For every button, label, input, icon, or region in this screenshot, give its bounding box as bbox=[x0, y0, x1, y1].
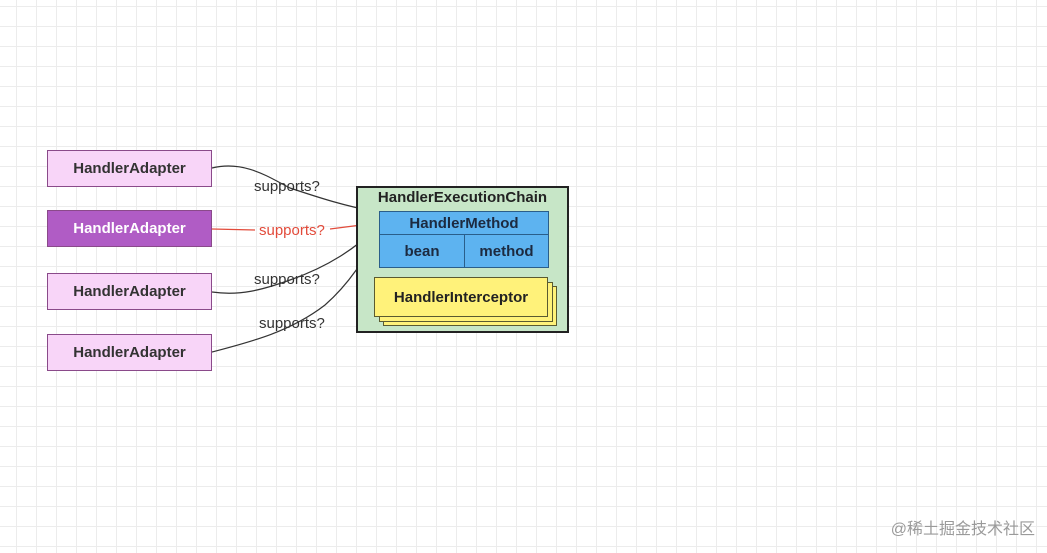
supports-label-1: supports? bbox=[254, 178, 320, 195]
edge-adapter-4 bbox=[211, 235, 378, 353]
supports-label-4: supports? bbox=[259, 315, 325, 332]
supports-label-2-active: supports? bbox=[259, 222, 325, 239]
handler-method-header: HandlerMethod bbox=[379, 211, 549, 235]
handler-execution-chain: HandlerExecutionChain HandlerMethod bean… bbox=[356, 186, 569, 333]
handler-adapter-3: HandlerAdapter bbox=[47, 273, 212, 310]
supports-label-3: supports? bbox=[254, 271, 320, 288]
handler-adapter-4: HandlerAdapter bbox=[47, 334, 212, 371]
handler-adapter-2-active: HandlerAdapter bbox=[47, 210, 212, 247]
watermark: @稀土掘金技术社区 bbox=[890, 521, 1035, 538]
chain-title: HandlerExecutionChain bbox=[377, 189, 548, 206]
handler-interceptor: HandlerInterceptor bbox=[374, 277, 548, 317]
edge-adapter-1 bbox=[211, 165, 378, 216]
handler-method-bean-field: bean bbox=[379, 234, 465, 268]
handler-method-method-field: method bbox=[464, 234, 549, 268]
handler-adapter-1: HandlerAdapter bbox=[47, 150, 212, 187]
